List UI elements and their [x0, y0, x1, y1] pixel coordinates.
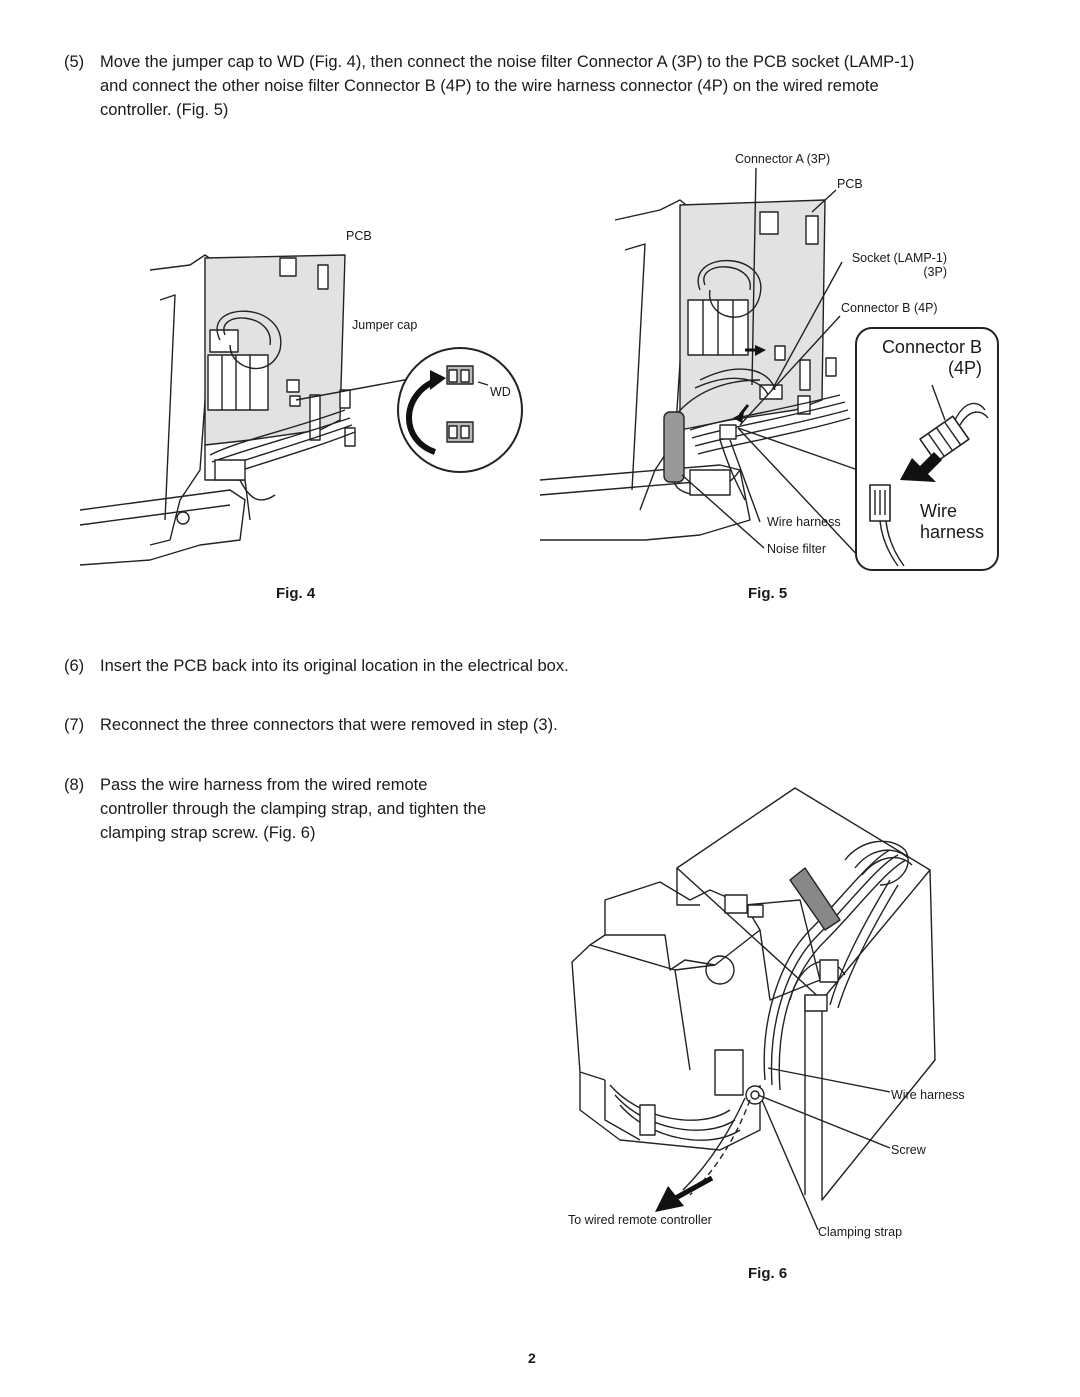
- step-6: (6) Insert the PCB back into its origina…: [64, 654, 964, 678]
- step-text: Move the jumper cap to WD (Fig. 4), then…: [100, 53, 915, 119]
- page-number: 2: [528, 1350, 536, 1366]
- fig5-label-connector-a: Connector A (3P): [735, 152, 831, 166]
- step-text: Pass the wire harness from the wired rem…: [100, 776, 487, 842]
- fig4-label-pcb: PCB: [346, 229, 372, 243]
- fig4-label-wd: WD: [490, 385, 511, 399]
- fig4-caption: Fig. 4: [276, 585, 316, 602]
- step-text: Insert the PCB back into its original lo…: [100, 657, 569, 675]
- step-text: Reconnect the three connectors that were…: [100, 716, 558, 734]
- fig5-label-wire-harness: Wire harness: [767, 515, 841, 529]
- fig5-label-socket: Socket (LAMP-1) (3P): [851, 251, 947, 279]
- fig6-label-to-remote: To wired remote controller: [568, 1213, 712, 1227]
- step-number: (8): [64, 776, 85, 794]
- fig6-label-screw: Screw: [891, 1143, 926, 1157]
- fig6-label-clamping-strap: Clamping strap: [818, 1225, 903, 1239]
- fig5-caption: Fig. 5: [748, 585, 788, 602]
- fig5-label-noise-filter: Noise filter: [767, 542, 827, 556]
- fig6-label-wire-harness: Wire harness: [891, 1088, 965, 1102]
- fig5-inset-connector-b: Connector B (4P): [881, 337, 982, 378]
- step-number: (7): [64, 716, 85, 734]
- fig4-label-jumper-cap: Jumper cap: [352, 318, 418, 332]
- fig5-inset-wire-harness: Wire harness: [920, 501, 985, 542]
- step-number: (6): [64, 657, 85, 675]
- fig6-caption: Fig. 6: [748, 1265, 788, 1282]
- step-7: (7) Reconnect the three connectors that …: [64, 713, 964, 737]
- step-8: (8) Pass the wire harness from the wired…: [64, 773, 584, 848]
- step-5: (5) Move the jumper cap to WD (Fig. 4), …: [64, 50, 1064, 125]
- fig5-label-pcb: PCB: [837, 177, 863, 191]
- step-number: (5): [64, 53, 85, 71]
- fig5-label-connector-b: Connector B (4P): [841, 301, 938, 315]
